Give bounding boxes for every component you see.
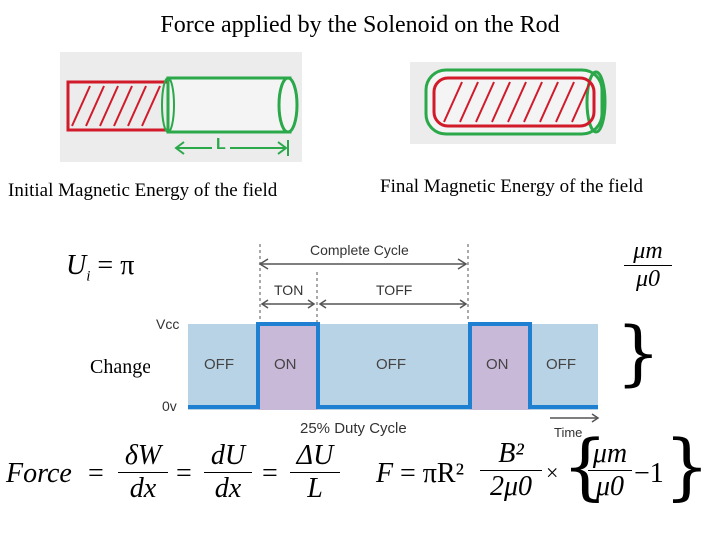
time-axis-label: Time	[554, 425, 583, 440]
change-caption: Change	[90, 356, 152, 378]
mu-m-fraction: μm μ0	[624, 238, 672, 293]
final-energy-caption: Final Magnetic Energy of the field	[380, 176, 643, 197]
t-on-label: TON	[274, 282, 304, 298]
state-label-2: ON	[274, 356, 297, 373]
right-brace: }	[664, 424, 710, 508]
dx-denominator-2: dx	[214, 473, 242, 504]
right-brace-mid: }	[616, 312, 661, 394]
force-word: Force	[6, 458, 72, 489]
f-symbol: F	[376, 458, 394, 489]
duty-cycle-diagram: Complete Cycle TON TOFF Vcc 0v OFF ON OF…	[150, 232, 620, 444]
b2-numerator: B²	[480, 438, 542, 471]
vcc-label: Vcc	[156, 316, 180, 332]
state-label-3: OFF	[376, 356, 406, 373]
force-eq-1: =	[88, 458, 104, 489]
force-eq-3: =	[262, 458, 278, 489]
b2-fraction: B² 2μ0	[480, 438, 542, 503]
length-label: L	[212, 136, 230, 154]
initial-state-photo: L	[60, 52, 302, 162]
final-state-photo	[410, 62, 616, 144]
force-eq-2: =	[176, 458, 192, 489]
pi-r2: = πR²	[400, 458, 464, 489]
dx-denominator-1: dx	[129, 473, 157, 504]
dw-numerator: δW	[118, 440, 168, 473]
mu-0: μ0	[635, 266, 661, 292]
state-label-4: ON	[486, 356, 509, 373]
ui-equation: Ui = π	[66, 250, 134, 286]
duty-cycle-label: 25% Duty Cycle	[300, 420, 407, 437]
mu-m: μm	[624, 238, 672, 266]
ui-equals: = π	[97, 250, 135, 281]
page-title: Force applied by the Solenoid on the Rod	[160, 12, 560, 38]
state-label-5: OFF	[546, 356, 576, 373]
initial-energy-caption: Initial Magnetic Energy of the field	[8, 180, 278, 201]
t-off-label: TOFF	[376, 282, 413, 298]
l-denominator: L	[307, 473, 323, 504]
f-equation: F = πR² B² 2μ0 × { μm μ0 −1 }	[376, 430, 710, 536]
deltau-l-fraction: ΔU L	[290, 440, 340, 505]
minus-one: −1	[634, 458, 664, 489]
left-brace: {	[562, 424, 608, 508]
mu-fraction: μm μ0	[588, 438, 632, 503]
final-state-drawing	[410, 62, 616, 144]
ui-symbol: U	[66, 250, 87, 281]
initial-state-drawing	[60, 52, 302, 162]
deltau-numerator: ΔU	[290, 440, 340, 473]
complete-cycle-label: Complete Cycle	[310, 242, 409, 258]
du-dx-fraction: dU dx	[204, 440, 252, 505]
du-numerator: dU	[204, 440, 252, 473]
ui-subscript: i	[86, 268, 91, 285]
duty-cycle-svg	[188, 244, 600, 423]
two-mu0-denominator: 2μ0	[489, 471, 533, 502]
times-symbol: ×	[546, 460, 559, 485]
dw-dx-fraction: δW dx	[118, 440, 168, 505]
zero-volt-label: 0v	[162, 398, 177, 414]
state-label-1: OFF	[204, 356, 234, 373]
mu-0-bottom: μ0	[595, 471, 625, 502]
mu-m-bottom: μm	[588, 438, 632, 471]
